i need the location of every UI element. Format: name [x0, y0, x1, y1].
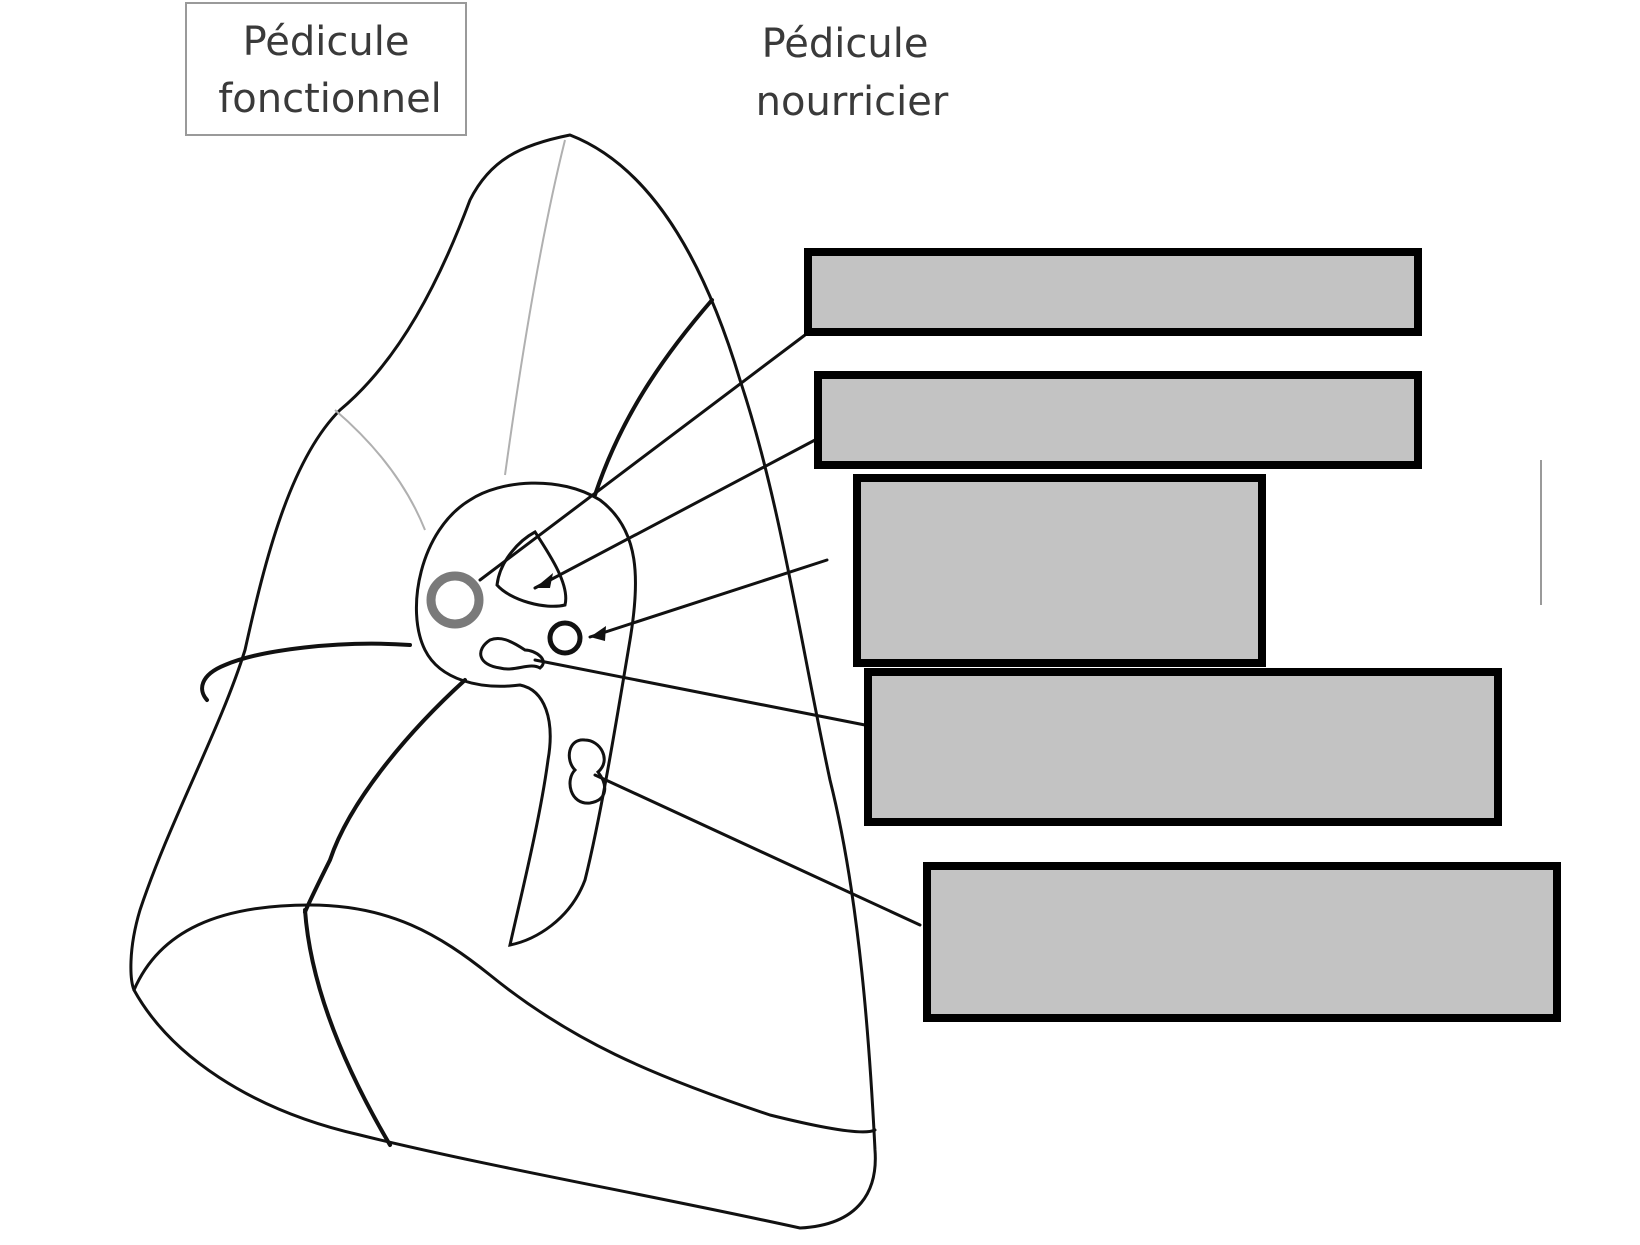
answer-boxes: [804, 248, 1561, 1022]
bronchus-ring: [426, 571, 484, 629]
answer-box-3[interactable]: [853, 474, 1266, 667]
leader-line-2: [533, 438, 817, 590]
leader-arrowheads: [535, 573, 606, 641]
leader-lines: [478, 333, 922, 927]
functional-pedicle-label-line2: fonctionnel: [218, 76, 442, 122]
fissures: [200, 298, 714, 914]
leader-line-3: [588, 558, 829, 639]
leader-line-1: [478, 333, 807, 582]
answer-box-4[interactable]: [864, 668, 1502, 826]
functional-pedicle-label-frame: [185, 2, 467, 136]
nourishing-pedicle-label-line2: nourricier: [756, 79, 949, 125]
pulmonary-artery-shape: [495, 530, 568, 608]
bronchial-artery-ring: [547, 620, 583, 656]
lung-outline: [129, 133, 877, 1230]
nourishing-pedicle-label-line1: Pédicule: [762, 21, 929, 67]
inferior-vein-shape: [567, 738, 607, 805]
arrowhead-2: [590, 626, 606, 641]
answer-box-1[interactable]: [804, 248, 1422, 336]
leader-line-4: [533, 658, 867, 727]
faint-segment-lines: [334, 139, 566, 531]
pulmonary-vein-shape: [479, 636, 545, 671]
functional-pedicle-label-line1: Pédicule: [243, 19, 410, 65]
arrowhead-1: [535, 573, 553, 588]
leader-line-5: [593, 773, 922, 927]
answer-box-5[interactable]: [923, 862, 1561, 1022]
answer-box-2[interactable]: [814, 371, 1422, 469]
